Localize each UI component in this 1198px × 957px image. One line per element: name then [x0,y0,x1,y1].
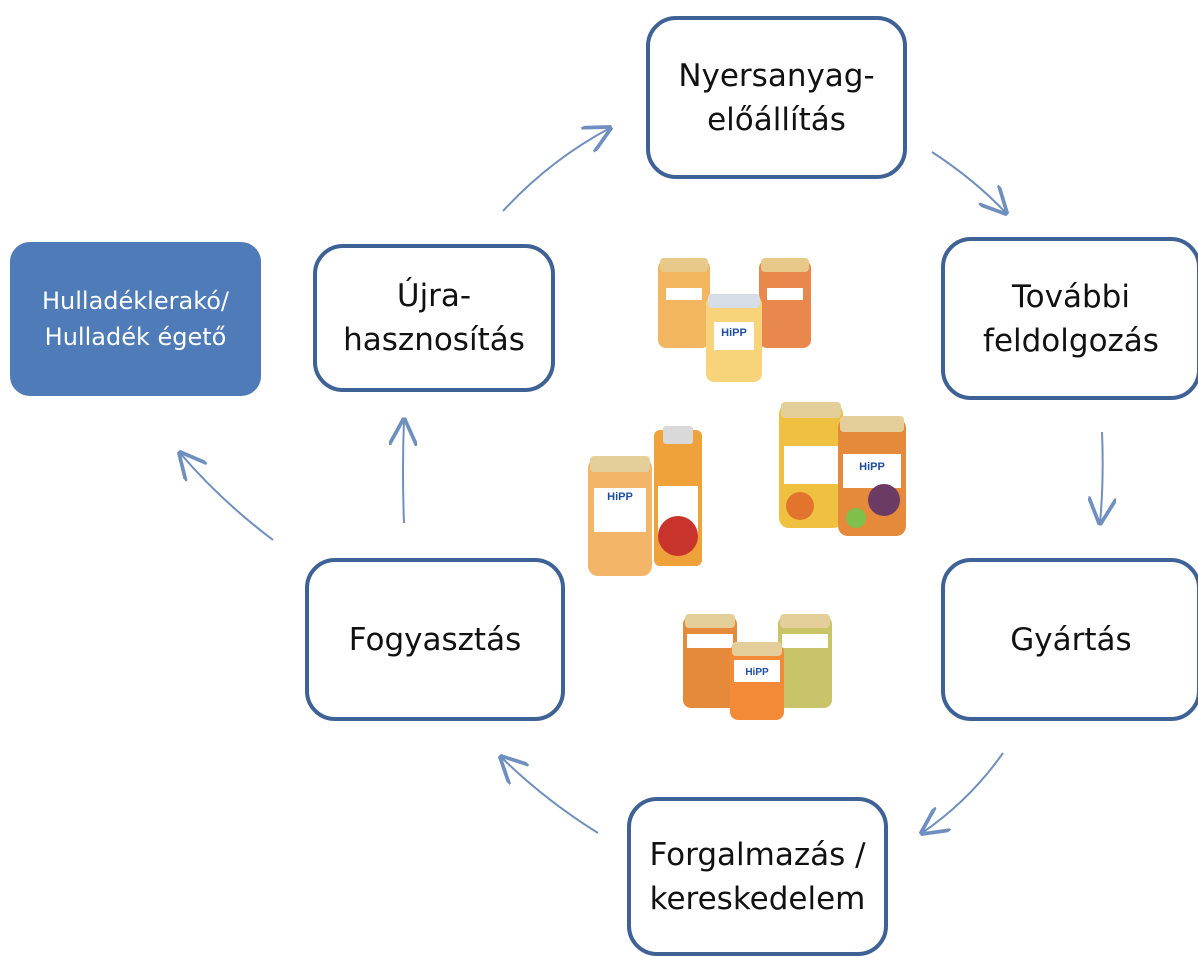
node-production-line1: Gyártás [1010,621,1132,658]
svg-text:HiPP: HiPP [745,667,769,678]
jar-group-bottom: HiPP [683,614,832,720]
svg-text:HiPP: HiPP [859,461,885,473]
node-raw-material: Nyersanyag- előállítás [646,16,907,179]
node-processing-line2: feldolgozás [983,322,1159,359]
node-raw-material-line1: Nyersanyag- [678,57,875,94]
svg-text:HiPP: HiPP [721,327,747,339]
node-distribution-line2: kereskedelem [649,880,866,917]
node-landfill: Hulladéklerakó/ Hulladék égető [10,242,261,396]
node-processing-line1: További [1012,278,1130,315]
node-landfill-line1: Hulladéklerakó/ [41,287,230,315]
node-consumption-line1: Fogyasztás [348,621,522,658]
node-raw-material-line2: előállítás [707,101,846,138]
node-recycling: Újra- hasznosítás [313,244,555,392]
jar-group-left: HiPP [588,426,702,576]
jar-group-right: HiPP [779,402,906,536]
node-recycling-line1: Újra- [396,278,472,314]
arrow-production-to-distribution [922,752,1004,833]
arrow-raw-to-processing [931,151,1006,213]
node-distribution: Forgalmazás / kereskedelem [627,797,888,956]
node-distribution-line1: Forgalmazás / [649,836,866,873]
node-landfill-line2: Hulladék égető [44,323,227,351]
node-consumption: Fogyasztás [305,558,565,721]
arrow-distribution-to-consumption [501,757,599,834]
node-production: Gyártás [941,558,1198,721]
node-recycling-line2: hasznosítás [343,322,525,358]
arrow-processing-to-production [1100,431,1103,523]
node-processing: További feldolgozás [941,237,1198,400]
arrow-recycling-to-raw [502,128,610,212]
jar-group-top: HiPP [658,258,811,382]
arrow-consumption-to-recycling [403,420,404,524]
svg-text:HiPP: HiPP [607,491,633,503]
arrow-consumption-to-landfill [180,453,274,541]
